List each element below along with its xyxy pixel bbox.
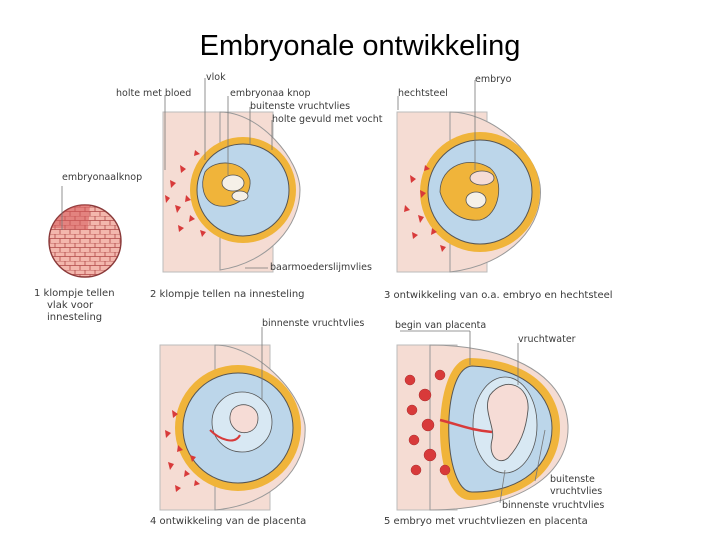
caption-stage-1-line1: 1 klompje tellen <box>34 288 115 300</box>
label-hechtsteel: hechtsteel <box>398 88 448 99</box>
caption-stage-2: 2 klompje tellen na innesteling <box>150 289 305 301</box>
label-buitenste-vruchtvlies-1: buitenste vruchtvlies <box>250 101 350 112</box>
label-vlok: vlok <box>206 72 226 83</box>
label-holte-gevuld: holte gevuld met vocht <box>272 114 383 125</box>
label-buitenste-vruchtvlies-2b: vruchtvlies <box>550 486 602 497</box>
label-embryonaa-knop: embryonaa knop <box>230 88 311 99</box>
label-begin-van-placenta: begin van placenta <box>395 320 486 331</box>
label-baarmoederslijmvlies: baarmoederslijmvlies <box>270 262 372 273</box>
caption-stage-5: 5 embryo met vruchtvliezen en placenta <box>384 516 588 528</box>
label-binnenste-vruchtvlies-2: binnenste vruchtvlies <box>502 500 604 511</box>
label-binnenste-vruchtvlies-1: binnenste vruchtvlies <box>262 318 364 329</box>
stage2-implantation <box>163 112 300 272</box>
label-embryo: embryo <box>475 74 511 85</box>
label-buitenste-vruchtvlies-2a: buitenste <box>550 474 595 485</box>
stage3-embryo-and-stalk <box>397 112 540 272</box>
stage4-placenta-development <box>160 345 305 510</box>
caption-stage-1-line3: innesteling <box>47 312 102 324</box>
stage5-membranes-and-placenta <box>397 345 568 510</box>
label-holte-met-bloed: holte met bloed <box>116 88 191 99</box>
caption-stage-1-line2: vlak voor <box>47 300 93 312</box>
caption-stage-4: 4 ontwikkeling van de placenta <box>150 516 306 528</box>
stage1-cell-cluster <box>49 205 121 277</box>
label-embryonaalknop: embryonaalknop <box>62 172 142 183</box>
label-vruchtwater: vruchtwater <box>518 334 576 345</box>
caption-stage-3: 3 ontwikkeling van o.a. embryo en hechts… <box>384 290 613 302</box>
